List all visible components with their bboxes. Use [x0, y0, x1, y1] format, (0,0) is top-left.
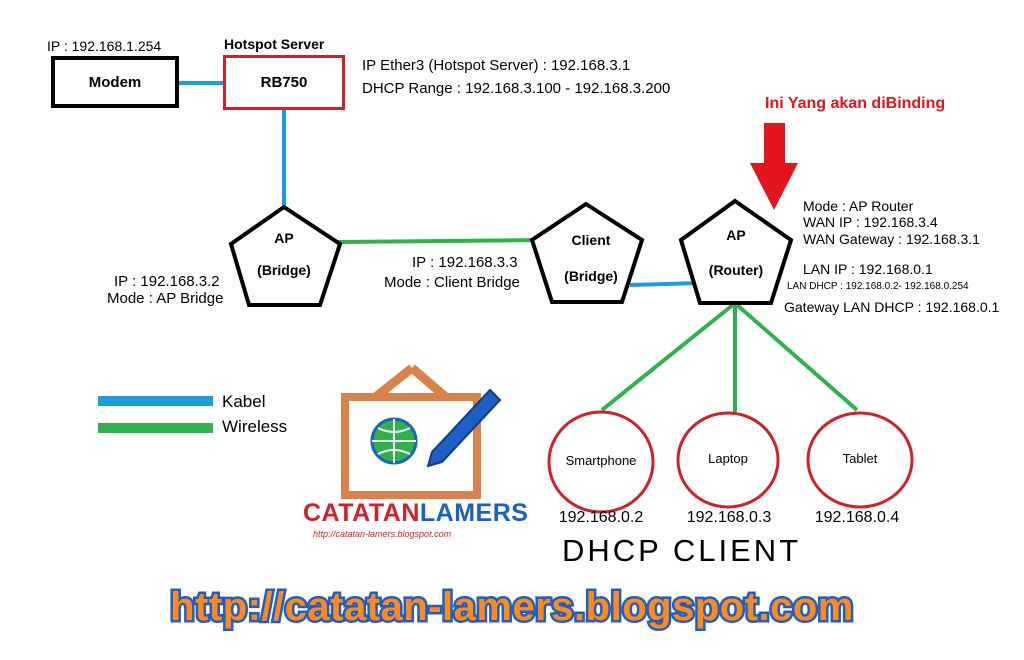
server-dhcp-range: DHCP Range : 192.168.3.100 - 192.168.3.2…: [362, 80, 671, 97]
wireless-router-to-smartphone: [600, 302, 736, 412]
banner-url[interactable]: http://catatan-lamers.blogspot.com: [168, 583, 856, 632]
modem-label: Modem: [88, 73, 142, 91]
pencil-icon: [426, 388, 502, 468]
logo-wordmark: CATATANLAMERS: [303, 499, 528, 527]
globe-grid: [372, 419, 416, 463]
ap-bridge-mode: Mode : AP Bridge: [107, 290, 224, 307]
ap-bridge-node: [228, 204, 343, 307]
dhcp-client-caption: DHCP CLIENT: [562, 533, 802, 568]
client-ip-laptop: 192.168.0.3: [686, 509, 772, 526]
binding-note: Ini Yang akan diBinding: [765, 95, 946, 112]
modem-ip: IP : 192.168.1.254: [47, 38, 162, 54]
client-ip-tablet: 192.168.0.4: [814, 509, 900, 526]
client-name-laptop: Laptop: [708, 451, 748, 466]
smartphone-node: [547, 410, 655, 514]
wireless-router-to-tablet: [734, 302, 859, 412]
logo-url: http://catatan-lamers.blogspot.com: [313, 529, 452, 539]
client-name-tablet: Tablet: [842, 451, 878, 466]
modem-box: Modem: [51, 56, 179, 108]
router-mode: Mode : AP Router: [803, 198, 914, 214]
ap-bridge-label-1: AP: [274, 230, 294, 246]
server-ip: IP Ether3 (Hotspot Server) : 192.168.3.1: [362, 57, 631, 74]
router-lan-dhcp: LAN DHCP : 192.168.0.2- 192.168.0.254: [787, 281, 969, 292]
ap-router-node: [678, 198, 794, 305]
legend-wireless-label: Wireless: [222, 417, 288, 436]
server-box: RB750: [223, 55, 345, 110]
ap-bridge-label-2: (Bridge): [257, 262, 311, 278]
cable-client-bridge-to-ap-router: [629, 281, 701, 287]
ap-bridge-ip: IP : 192.168.3.2: [114, 273, 220, 290]
client-ip-smartphone: 192.168.0.2: [558, 509, 644, 526]
binding-arrow: [750, 123, 798, 210]
tablet-node: [806, 411, 914, 509]
client-bridge-label-1: Client: [571, 232, 611, 248]
client-bridge-mode: Mode : Client Bridge: [384, 274, 520, 291]
ap-router-label-1: AP: [726, 227, 746, 243]
ap-router-label-2: (Router): [708, 262, 764, 278]
legend-wireless-swatch: [98, 423, 213, 433]
router-lan-ip: LAN IP : 192.168.0.1: [803, 261, 933, 277]
router-gateway-lan-dhcp: Gateway LAN DHCP : 192.168.0.1: [784, 299, 1000, 315]
client-bridge-node: [529, 201, 645, 304]
client-bridge-label-2: (Bridge): [564, 268, 618, 284]
server-caption: Hotspot Server: [224, 36, 325, 52]
router-wan-gateway: WAN Gateway : 192.168.3.1: [803, 231, 980, 247]
legend-cable-swatch: [98, 396, 213, 406]
laptop-node: [676, 411, 780, 509]
client-name-smartphone: Smartphone: [565, 453, 637, 468]
wireless-ap-bridge-to-client-bridge: [337, 238, 542, 244]
client-bridge-ip: IP : 192.168.3.3: [412, 254, 518, 271]
logo-emblem: [341, 364, 502, 499]
router-wan-ip: WAN IP : 192.168.3.4: [803, 214, 938, 230]
legend-cable-label: Kabel: [222, 392, 266, 411]
server-label: RB750: [260, 74, 308, 91]
